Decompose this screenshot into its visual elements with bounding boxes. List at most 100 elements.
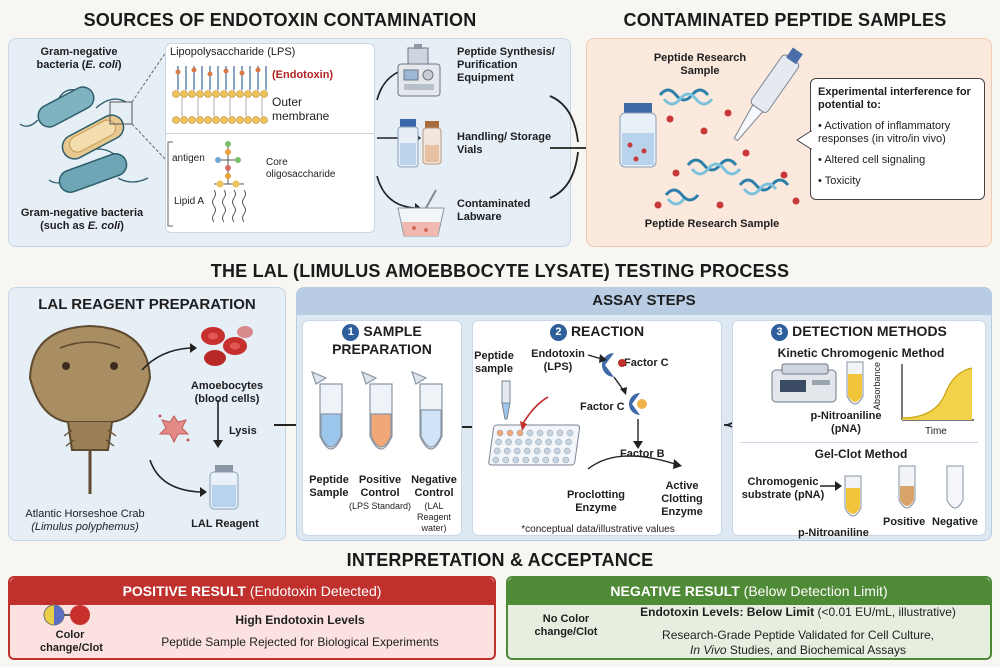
interference-item-1: • Activation of inflammatory responses (… <box>818 120 951 146</box>
endotoxin-lps-label: Endotoxin (LPS) <box>531 348 585 374</box>
pna-tube-gel <box>844 475 862 517</box>
negative-result-header: NEGATIVE RESULT (Below Detection Limit) <box>508 578 990 605</box>
factor-c-top-label: Factor C <box>624 357 669 369</box>
sample-bottom-label: Peptide Research Sample <box>644 218 780 230</box>
active-clotting-label: Active Clotting Enzyme <box>661 480 703 519</box>
horseshoe-crab-illustration <box>28 324 152 494</box>
well <box>525 438 532 446</box>
contaminated-title: CONTAMINATED PEPTIDE SAMPLES <box>623 10 947 30</box>
well <box>532 456 540 464</box>
negative-line3: In Vivo Studies, and Biochemical Assays <box>690 643 906 657</box>
lps-structure <box>212 141 246 223</box>
reaction-illustration <box>488 353 682 470</box>
sample-top-label: Peptide Research Sample <box>653 52 747 78</box>
factor-b-label: Factor B <box>620 448 665 460</box>
source-item-labware: Contaminated Labware <box>457 198 531 224</box>
well <box>505 438 512 446</box>
bacteria-illustration <box>19 86 149 193</box>
step3-divider <box>740 442 978 443</box>
positive-result-header: POSITIVE RESULT (Endotoxin Detected) <box>10 578 494 605</box>
well <box>563 447 571 455</box>
negative-line1: Endotoxin Levels: Below Limit (<0.01 EU/… <box>640 605 956 619</box>
well <box>533 447 541 455</box>
callout-pointer <box>796 130 812 150</box>
lps-box <box>165 43 375 233</box>
tube-positive-note: (LPS Standard) <box>348 501 412 511</box>
tube-peptide-label: Peptide Sample <box>309 474 349 500</box>
negative-tube <box>946 465 964 509</box>
well <box>546 429 554 437</box>
blood-cells-illustration <box>201 326 253 366</box>
well <box>515 438 522 446</box>
well <box>536 429 544 437</box>
well <box>495 438 502 446</box>
vials-icon <box>397 119 442 168</box>
well <box>555 438 562 446</box>
tube-negative-label: Negative Control <box>411 474 457 500</box>
well <box>553 447 561 455</box>
interference-item-2: • Altered cell signaling <box>818 154 926 166</box>
positive-label: Positive <box>883 516 926 528</box>
lps-bracket <box>167 141 173 227</box>
well <box>535 438 542 446</box>
well <box>542 456 550 464</box>
absorbance-chart <box>901 364 974 421</box>
flow-arrow-to-samples <box>549 95 598 199</box>
lal-reagent-bottle <box>209 465 239 510</box>
well <box>526 429 534 437</box>
contaminated-illustration <box>619 47 803 209</box>
well <box>512 456 520 464</box>
amoebocytes-label: Amoebocytes (blood cells) <box>190 380 264 406</box>
lal-reagent-label: LAL Reagent <box>191 518 259 530</box>
lysis-label: Lysis <box>229 425 257 437</box>
well <box>543 447 551 455</box>
well <box>516 429 524 437</box>
well <box>493 447 501 455</box>
well <box>513 447 521 455</box>
well <box>545 438 552 446</box>
positive-color-change-icon <box>43 604 90 626</box>
well <box>506 429 514 437</box>
proclotting-label: Proclotting Enzyme <box>566 489 626 515</box>
well <box>566 429 574 437</box>
well <box>496 429 504 437</box>
well <box>556 429 564 437</box>
crab-label: Atlantic Horseshoe Crab(Limulus polyphem… <box>25 508 145 534</box>
well <box>562 456 570 464</box>
pna-label: p-Nitroaniline(pNA) <box>810 410 882 436</box>
well <box>522 456 530 464</box>
pna2-label: p-Nitroaniline <box>798 527 869 539</box>
pna-tube-yellow <box>846 361 864 405</box>
antigen-label: antigen <box>172 153 205 164</box>
interference-title: Experimental interference for potential … <box>818 86 971 112</box>
zoom-lines <box>131 51 167 161</box>
factor-c-mid-label: Factor C <box>580 401 625 413</box>
negative-line2: Research-Grade Peptide Validated for Cel… <box>662 628 934 642</box>
sources-title: SOURCES OF ENDOTOXIN CONTAMINATION <box>83 10 477 30</box>
positive-line2: Peptide Sample Rejected for Biological E… <box>161 635 439 649</box>
gel-clot-label: Gel-Clot Method <box>814 447 908 461</box>
lal-prep-title: LAL REAGENT PREPARATION <box>38 296 256 313</box>
well <box>502 456 510 464</box>
endotoxin-label: (Endotoxin) <box>272 69 334 81</box>
lysis-cell-icon <box>158 414 190 444</box>
chromogenic-arrow <box>820 481 842 491</box>
tubes-illustration <box>311 370 443 450</box>
conceptual-note: *conceptual data/illustrative values <box>521 524 675 535</box>
well <box>565 438 572 446</box>
well <box>503 447 511 455</box>
lps-label: Lipopolysaccharide (LPS) <box>170 46 296 58</box>
negative-result-card: NEGATIVE RESULT (Below Detection Limit) <box>506 576 992 660</box>
labware-icon <box>397 189 445 237</box>
interference-item-3: • Toxicity <box>818 175 861 187</box>
well <box>492 456 500 464</box>
positive-line1: High Endotoxin Levels <box>235 613 365 627</box>
well <box>523 447 531 455</box>
kinetic-label: Kinetic Chromogenic Method <box>777 346 945 360</box>
lal-process-title: THE LAL (LIMULUS AMOEBBOCYTE LYSATE) TES… <box>210 261 790 281</box>
